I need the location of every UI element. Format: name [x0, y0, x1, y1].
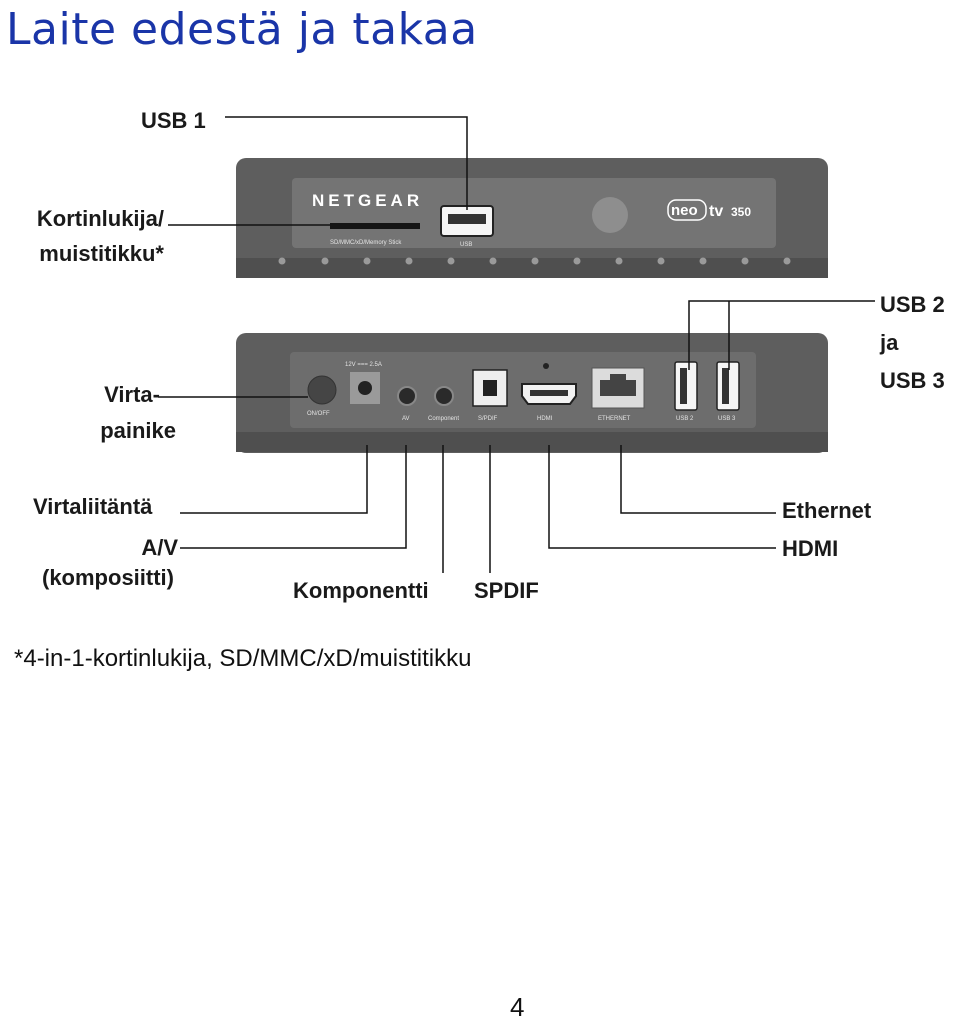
card-reader-slot — [330, 223, 420, 229]
label-usb23-1: USB 2 — [880, 292, 945, 317]
label-av-2: (komposiitti) — [42, 565, 174, 590]
page-title: Laite edestä ja takaa — [6, 4, 478, 55]
svg-text:USB 3: USB 3 — [718, 416, 736, 422]
label-card-reader-2: muistitikku* — [39, 241, 164, 266]
label-card-reader-1: Kortinlukija/ — [36, 206, 164, 231]
svg-text:ETHERNET: ETHERNET — [598, 416, 631, 422]
label-av-1: A/V — [141, 535, 178, 560]
label-hdmi: HDMI — [782, 536, 839, 561]
power-button — [307, 375, 337, 405]
svg-text:neo: neo — [671, 202, 698, 219]
svg-text:USB 2: USB 2 — [676, 416, 694, 422]
svg-text:AV: AV — [402, 416, 410, 422]
label-power-button-1: Virta- — [104, 382, 160, 407]
av-port — [397, 386, 417, 406]
callout-lines — [158, 116, 875, 573]
label-power-button-2: painike — [100, 418, 176, 443]
ir-sensor — [592, 197, 628, 233]
front-view: NETGEAR SD/MMC/xD/Memory Stick USB neo t… — [236, 158, 828, 278]
svg-text:HDMI: HDMI — [537, 416, 553, 422]
footnote: *4-in-1-kortinlukija, SD/MMC/xD/muistiti… — [14, 645, 472, 672]
label-power-jack: Virtaliitäntä — [33, 494, 153, 519]
back-view: ON/OFF 12V === 2.5A AV Component S/PDIF … — [236, 333, 828, 453]
svg-text:SD/MMC/xD/Memory Stick: SD/MMC/xD/Memory Stick — [330, 240, 402, 246]
svg-text:tv: tv — [709, 203, 723, 220]
svg-text:ON/OFF: ON/OFF — [307, 411, 330, 417]
page-number: 4 — [510, 992, 525, 1022]
label-ethernet: Ethernet — [782, 498, 872, 523]
svg-text:12V === 2.5A: 12V === 2.5A — [345, 362, 382, 368]
svg-text:Component: Component — [428, 416, 459, 422]
label-usb23-2: ja — [880, 330, 899, 355]
svg-text:350: 350 — [731, 205, 751, 219]
power-jack — [358, 381, 372, 395]
label-usb1: USB 1 — [141, 108, 206, 133]
brand-logo: NETGEAR — [312, 191, 423, 210]
component-port — [434, 386, 454, 406]
svg-text:S/PDIF: S/PDIF — [478, 416, 498, 422]
label-spdif: SPDIF — [474, 578, 539, 603]
label-component: Komponentti — [293, 578, 429, 603]
svg-text:USB: USB — [460, 242, 472, 248]
label-usb23-3: USB 3 — [880, 368, 945, 393]
